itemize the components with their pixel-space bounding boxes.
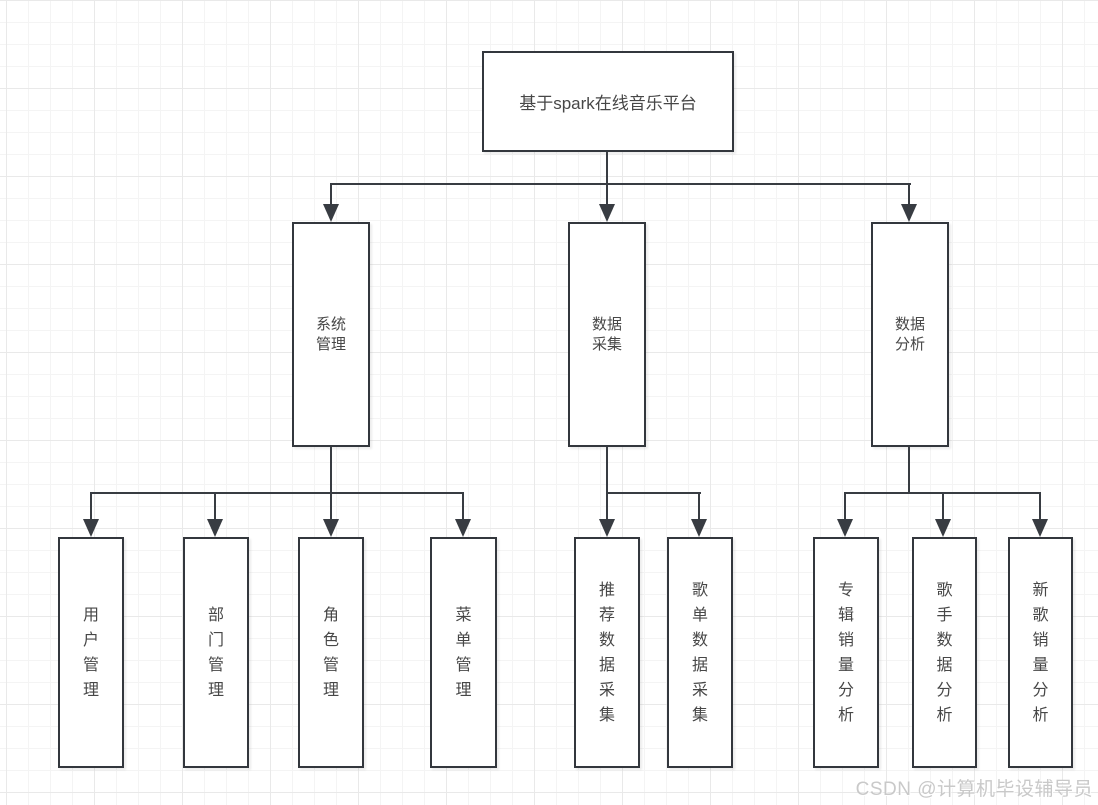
node-label: 数据采集 (591, 315, 622, 353)
node-menu-management: 菜单管理 (430, 537, 497, 768)
connector-root-trunk (606, 151, 608, 185)
node-label: 用户管理 (82, 606, 99, 699)
connector-collection-trunk (606, 447, 608, 494)
node-label: 部门管理 (207, 606, 224, 699)
node-label: 数据分析 (894, 315, 925, 353)
node-label: 推荐数据采集 (598, 581, 615, 724)
node-label: 菜单管理 (455, 606, 472, 699)
connector-analysis-drop-3 (1039, 492, 1041, 521)
node-label: 歌手数据分析 (936, 581, 953, 724)
arrow-down-icon (837, 519, 853, 537)
arrow-down-icon (323, 519, 339, 537)
connector-analysis-drop-2 (942, 492, 944, 521)
connector-collection-drop-1 (606, 492, 608, 521)
arrow-down-icon (599, 204, 615, 222)
connector-system-drop-3 (330, 492, 332, 521)
connector-root-drop-right (908, 183, 910, 207)
node-new-song-sales-analysis: 新歌销量分析 (1008, 537, 1073, 768)
node-playlist-data-collection: 歌单数据采集 (667, 537, 733, 768)
arrow-down-icon (935, 519, 951, 537)
csdn-watermark: CSDN @计算机毕设辅导员 (855, 779, 1093, 800)
node-data-analysis: 数据分析 (871, 222, 949, 447)
node-label: 歌单数据采集 (691, 581, 708, 724)
node-role-management: 角色管理 (298, 537, 364, 768)
node-label: 专辑销量分析 (837, 581, 854, 724)
connector-root-drop-middle (606, 183, 608, 207)
connector-root-crossbar (330, 183, 911, 185)
connector-system-drop-1 (90, 492, 92, 521)
connector-analysis-trunk (908, 447, 910, 494)
node-department-management: 部门管理 (183, 537, 249, 768)
node-album-sales-analysis: 专辑销量分析 (813, 537, 879, 768)
arrow-down-icon (901, 204, 917, 222)
node-label: 基于spark在线音乐平台 (519, 94, 697, 113)
arrow-down-icon (323, 204, 339, 222)
node-recommend-data-collection: 推荐数据采集 (574, 537, 640, 768)
connector-collection-crossbar (606, 492, 701, 494)
connector-root-drop-left (330, 183, 332, 207)
node-data-collection: 数据采集 (568, 222, 646, 447)
arrow-down-icon (599, 519, 615, 537)
arrow-down-icon (207, 519, 223, 537)
connector-system-trunk (330, 447, 332, 494)
connector-analysis-drop-1 (844, 492, 846, 521)
node-singer-data-analysis: 歌手数据分析 (912, 537, 977, 768)
node-label: 系统管理 (315, 315, 346, 353)
connector-system-drop-4 (462, 492, 464, 521)
arrow-down-icon (455, 519, 471, 537)
arrow-down-icon (1032, 519, 1048, 537)
arrow-down-icon (691, 519, 707, 537)
connector-system-crossbar (90, 492, 464, 494)
node-label: 角色管理 (322, 606, 339, 699)
node-user-management: 用户管理 (58, 537, 124, 768)
arrow-down-icon (83, 519, 99, 537)
node-label: 新歌销量分析 (1032, 581, 1049, 724)
node-root: 基于spark在线音乐平台 (482, 51, 734, 152)
connector-collection-drop-2 (698, 492, 700, 521)
connector-system-drop-2 (214, 492, 216, 521)
node-system-management: 系统管理 (292, 222, 370, 447)
